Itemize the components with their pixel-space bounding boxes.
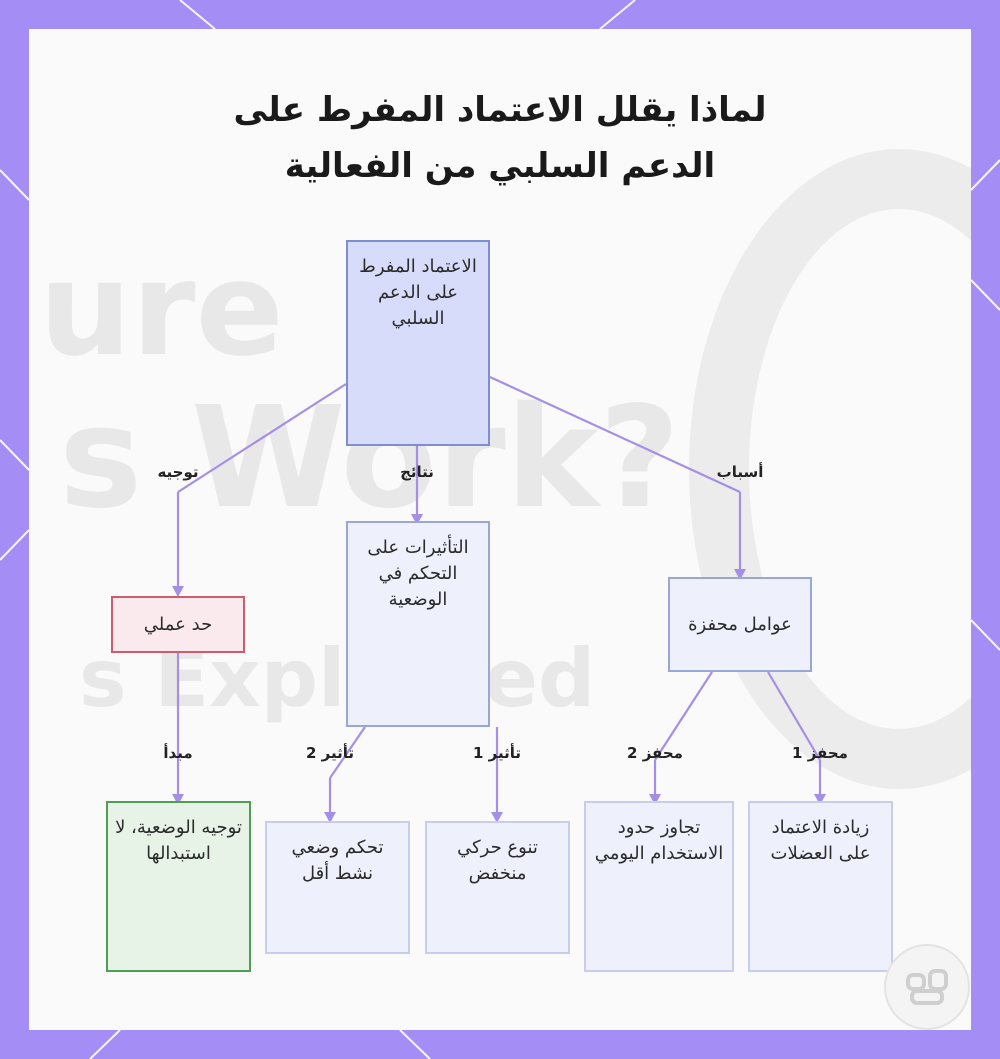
node-exceed-daily-limits: تجاوز حدود الاستخدام اليومي: [584, 801, 734, 972]
node-guide-posture: توجيه الوضعية، لا استبدالها: [106, 801, 251, 972]
node-muscle-reliance: زيادة الاعتماد على العضلات: [748, 801, 893, 972]
node-posture-control-effects: التأثيرات على التحكم في الوضعية: [346, 521, 490, 727]
diagram-title: لماذا يقلل الاعتماد المفرط على الدعم الس…: [0, 82, 1000, 194]
edge-label-principle: مبدأ: [163, 744, 193, 762]
edge-label-results: نتائج: [400, 463, 434, 481]
title-line-2: الدعم السلبي من الفعالية: [284, 146, 716, 186]
node-posture-control-less-label: تحكم وضعي نشط أقل: [291, 837, 384, 884]
brand-logo-icon: [884, 944, 970, 1030]
node-guide-posture-label: توجيه الوضعية، لا استبدالها: [115, 817, 242, 864]
node-motivating-factors-label: عوامل محفزة: [688, 613, 792, 635]
edge-label-motivator2: محفز 2: [627, 744, 683, 762]
node-posture-control-effects-label: التأثيرات على التحكم في الوضعية: [367, 537, 469, 610]
node-practical-limit-label: حد عملي: [143, 613, 213, 635]
node-posture-control-less: تحكم وضعي نشط أقل: [265, 821, 410, 954]
node-root: الاعتماد المفرط على الدعم السلبي: [346, 240, 490, 446]
edge-label-motivator1: محفز 1: [792, 744, 848, 762]
edge-label-effect2: تأثير 2: [305, 744, 355, 762]
edge-label-effect1: تأثير 1: [472, 744, 522, 762]
node-motivating-factors: عوامل محفزة: [668, 577, 812, 672]
edge-root-causes: [489, 376, 741, 493]
logo-glyph-icon: [906, 969, 948, 1005]
node-root-label: الاعتماد المفرط على الدعم السلبي: [359, 256, 477, 329]
node-reduced-movement-label: تنوع حركي منخفض: [457, 837, 538, 884]
edge-motivator1: [767, 671, 821, 761]
node-practical-limit: حد عملي: [111, 596, 245, 653]
watermark-line-1: ure: [39, 233, 284, 385]
edge-label-guidance: توجيه: [157, 463, 199, 481]
title-line-1: لماذا يقلل الاعتماد المفرط على: [233, 90, 767, 130]
edge-effect2: [329, 726, 366, 779]
edge-label-causes: أسباب: [716, 463, 764, 481]
node-exceed-daily-limits-label: تجاوز حدود الاستخدام اليومي: [594, 817, 724, 864]
edge-root-guidance: [177, 383, 347, 493]
edge-motivator2: [654, 671, 713, 761]
node-reduced-movement: تنوع حركي منخفض: [425, 821, 570, 954]
node-muscle-reliance-label: زيادة الاعتماد على العضلات: [770, 817, 871, 864]
